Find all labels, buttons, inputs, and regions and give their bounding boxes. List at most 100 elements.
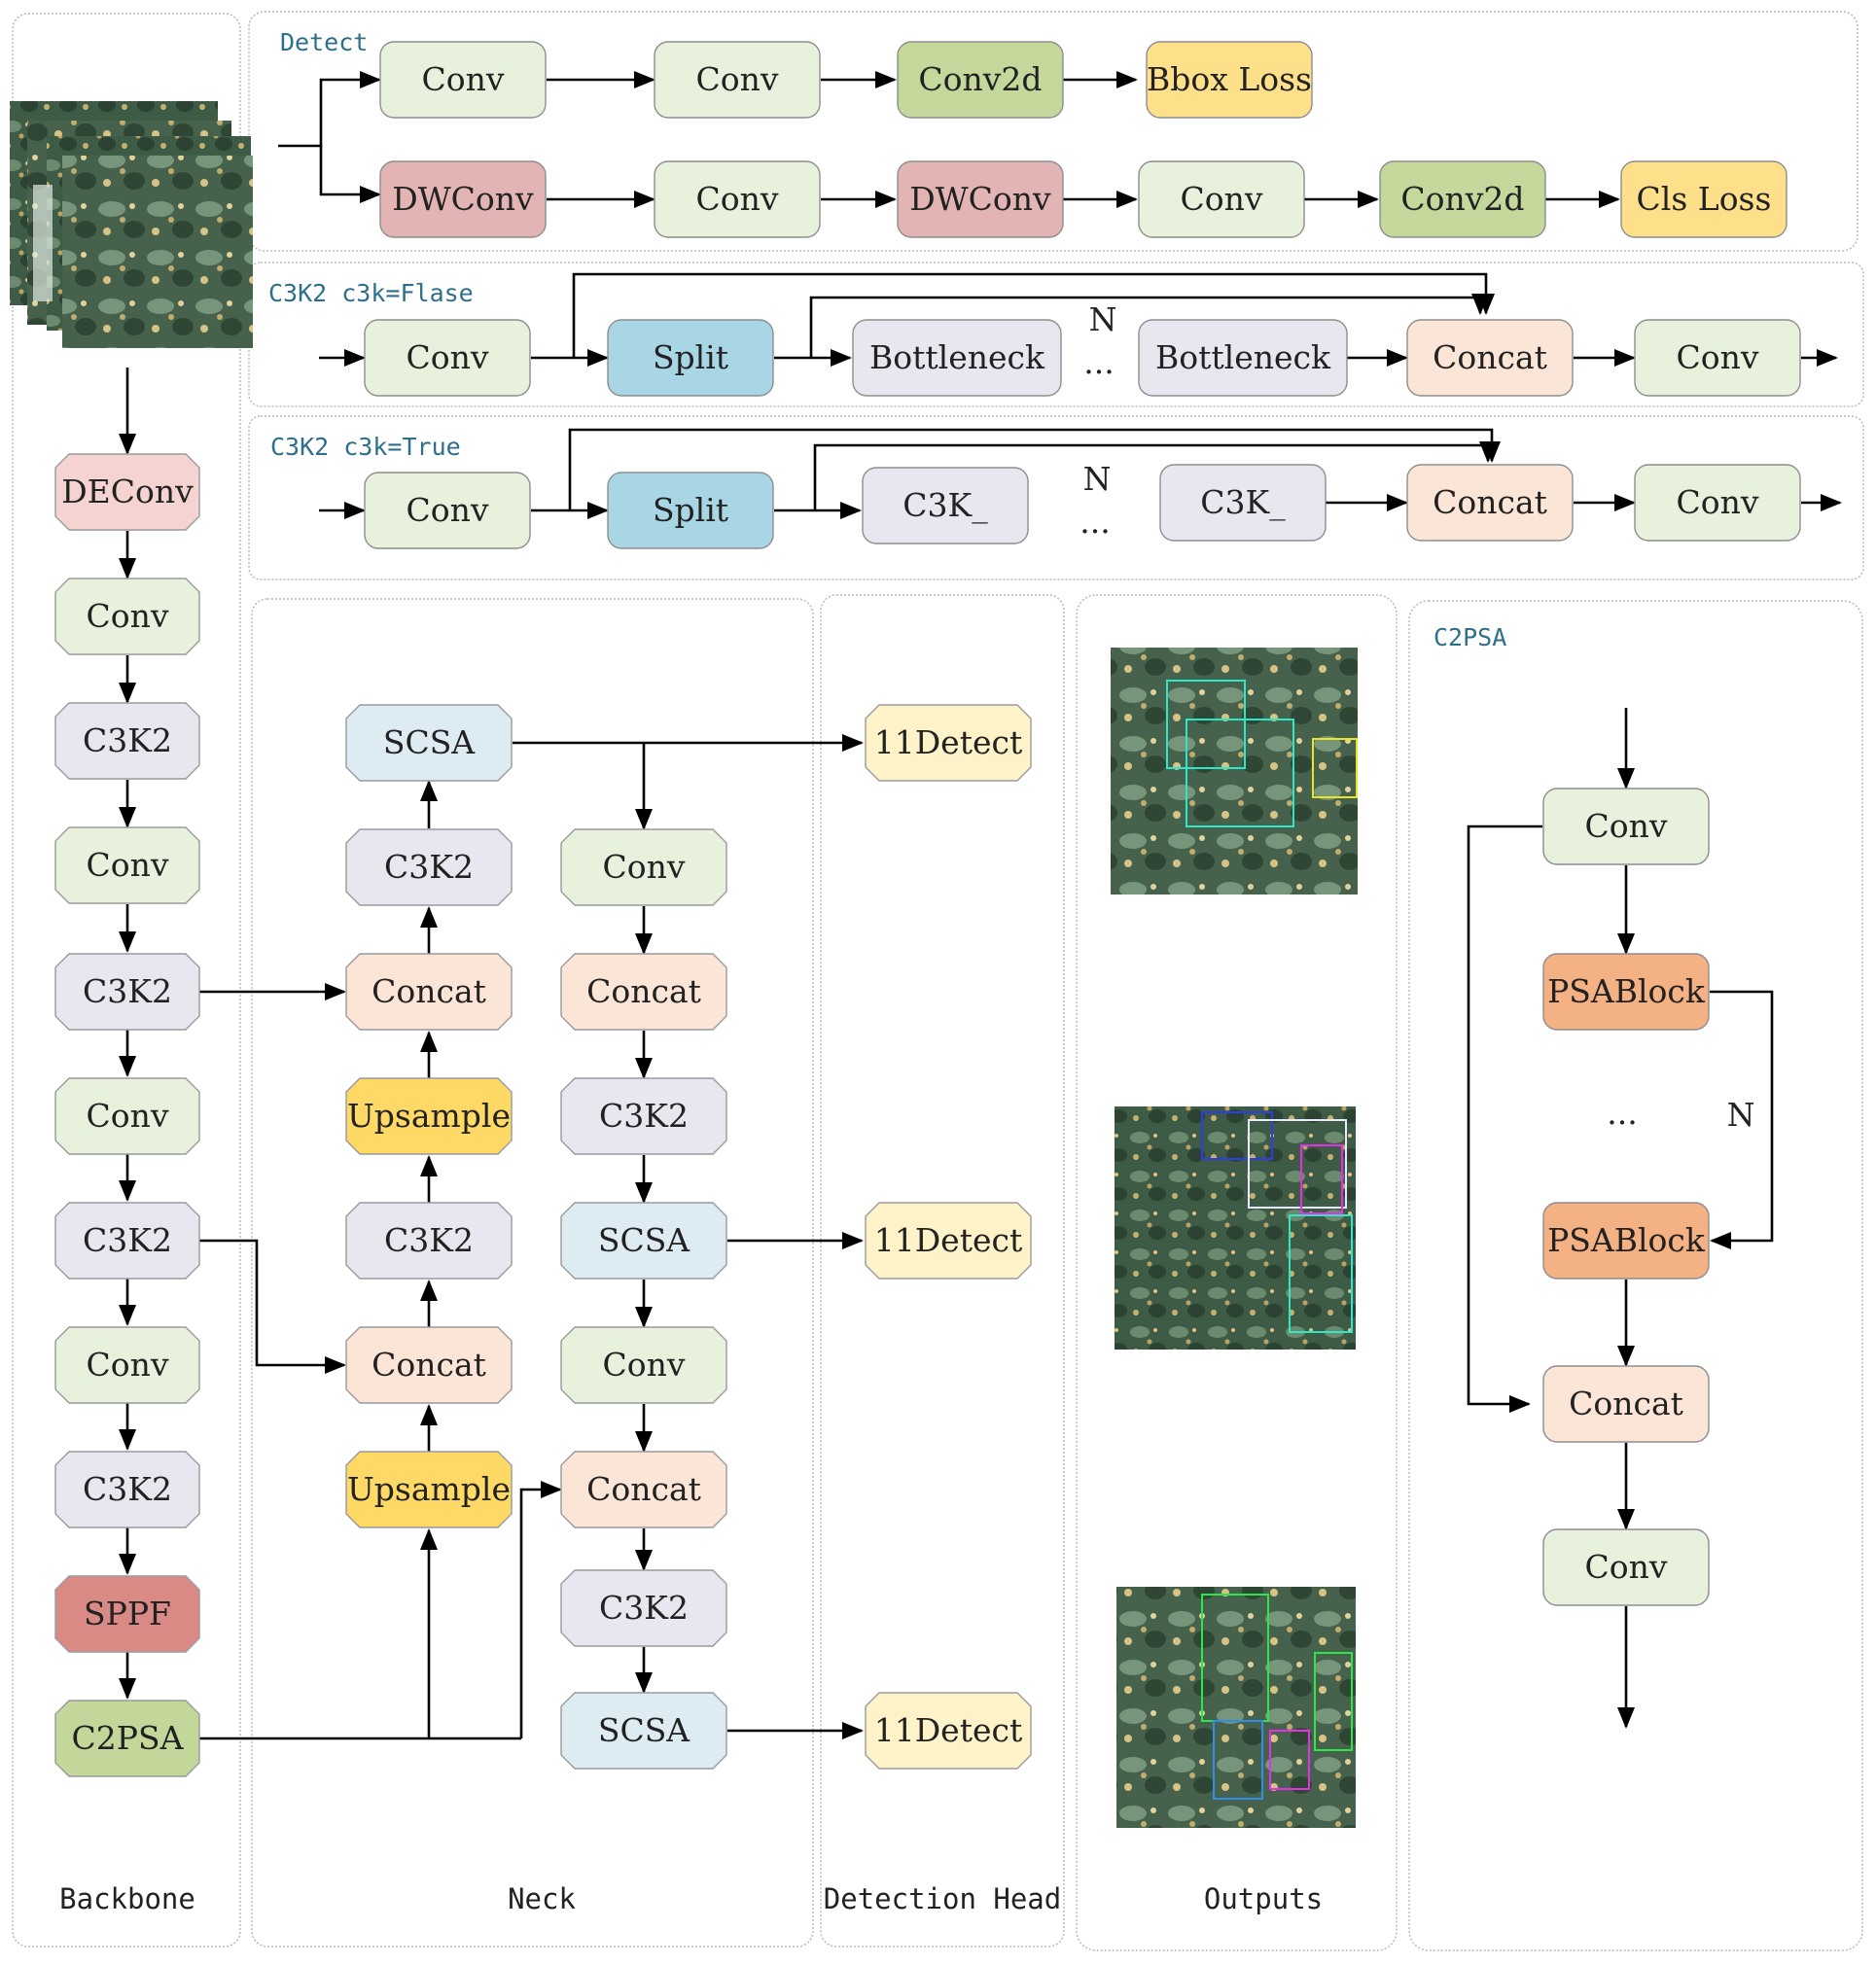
c2psa-panel-label: C2PSA [1434,623,1506,651]
c3k2-true-node-split-label: Split [653,491,728,529]
detect-row2-node-conv2d-label: Conv2d [1400,180,1524,218]
detection-head-node-1-box [865,704,1032,782]
neck-left-node-c3k2: C3K2 [345,1202,513,1280]
c2psa-node-conv-label: Conv [1584,1548,1667,1586]
connectors [119,71,1842,1740]
neck-left-node-upsample-box [345,1077,513,1155]
c2psa-n-label: N [1727,1096,1755,1134]
panel-neck [251,598,814,1947]
detect-row1-node-conv-box [654,41,821,119]
neck-left-node-concat-box [345,1326,513,1404]
c2psa-node-psablock-box [1542,953,1710,1031]
c2psa-node-conv-box [1542,788,1710,865]
input-image [10,101,253,348]
neck-left-node-concat-label: Concat [372,1346,486,1384]
neck-left-node-c3k2: C3K2 [345,828,513,906]
backbone-node-conv: Conv [54,1077,200,1155]
backbone-node-c3k2-box [54,1202,200,1280]
c3k2-false-node-bottleneck-box [852,319,1062,397]
detection-head-section-label: Detection Head [824,1882,1061,1915]
neck-right-node-scsa-label: SCSA [598,1711,690,1749]
c3k2-false-node-split: Split [607,319,774,397]
c2psa-node-psablock: PSABlock [1542,953,1710,1031]
c3k2-true-node-concat: Concat [1406,464,1574,542]
c2psa-node-psablock-label: PSABlock [1547,972,1706,1010]
c2psa-ellipsis: ... [1607,1094,1637,1132]
detect-row2-node-cls-loss: Cls Loss [1620,160,1788,238]
backbone-node-sppf: SPPF [54,1575,200,1653]
neck-left-node-c3k2-label: C3K2 [384,848,474,886]
c2psa-node-psablock-label: PSABlock [1547,1221,1706,1259]
panel-detection-head [820,594,1065,1947]
backbone-node-c3k2-label: C3K2 [83,1470,172,1508]
c3k2-false-panel-label: C3K2 c3k=Flase [268,279,474,307]
neck-right-node-conv-box [560,828,727,906]
c3k2-true-node-c3k-label: C3K_ [903,486,988,525]
neck-right-node-conv: Conv [560,828,727,906]
neck-right-node-scsa: SCSA [560,1692,727,1770]
detect-row2-node-dwconv: DWConv [379,160,547,238]
c3k2-true-node-conv-box [364,472,531,549]
neck-right-node-c3k2-label: C3K2 [599,1589,689,1627]
backbone-node-conv-box [54,1077,200,1155]
detect-row2-node-cls-loss-label: Cls Loss [1637,180,1772,218]
neck-right-node-concat: Concat [560,1451,727,1528]
neck-right-node-scsa: SCSA [560,1202,727,1280]
neck-right-node-conv-label: Conv [602,848,685,886]
panel-outputs [1076,594,1398,1951]
backbone-node-conv-box [54,826,200,904]
c3k2-true-node-c3k: C3K_ [1159,464,1327,542]
c3k2-true-node-conv-label: Conv [1676,483,1758,521]
c3k2-true-node-conv-label: Conv [406,491,488,529]
neck-left-node-concat-box [345,953,513,1031]
detect-row2-node-conv2d-box [1379,160,1546,238]
backbone-node-c3k2-box [54,953,200,1031]
backbone-node-c3k2-label: C3K2 [83,972,172,1010]
c2psa-node-conv-box [1542,1528,1710,1606]
c3k2-false-node-bottleneck: Bottleneck [852,319,1062,397]
c3k2-true-node-c3k-box [1159,464,1327,542]
output-image-1 [1111,648,1358,895]
detect-row2-node-dwconv-box [897,160,1064,238]
detect-row2-node-conv: Conv [1138,160,1305,238]
backbone-node-conv-label: Conv [86,597,168,635]
c2psa-node-concat: Concat [1542,1365,1710,1443]
c2psa-node-psablock: PSABlock [1542,1202,1710,1280]
backbone-node-conv-label: Conv [86,1346,168,1384]
neck-left-node-c3k2-box [345,1202,513,1280]
c3k2-false-node-conv-box [1634,319,1801,397]
c3k2-true-ellipsis: ... [1080,503,1110,541]
neck-right-node-concat: Concat [560,953,727,1031]
panel-c2psa [1408,600,1863,1951]
backbone-node-c2psa-label: C2PSA [72,1719,185,1757]
c3k2-true-node-c3k-box [862,467,1029,544]
detect-row1-node-conv2d-box [897,41,1064,119]
neck-right-node-conv-label: Conv [602,1346,685,1384]
c3k2-true-node-concat-box [1406,464,1574,542]
neck-left-node-c3k2-box [345,828,513,906]
backbone-node-c2psa: C2PSA [54,1700,200,1777]
detection-head-node-3: 11Detect [865,1692,1032,1770]
neck-right-node-c3k2: C3K2 [560,1569,727,1647]
c2psa-node-concat-box [1542,1365,1710,1443]
detect-row2-node-cls-loss-box [1620,160,1788,238]
detection-head-node-2: 11Detect [865,1202,1032,1280]
neck-right-node-c3k2: C3K2 [560,1077,727,1155]
backbone-node-conv-box [54,578,200,655]
backbone-node-deconv-box [54,453,200,531]
neck-left-node-upsample-label: Upsample [347,1097,511,1135]
detection-head-node-2-box [865,1202,1032,1280]
c3k2-true-panel-label: C3K2 c3k=True [270,433,461,461]
output-image-2 [1115,1106,1356,1350]
detect-row1-node-conv2d: Conv2d [897,41,1064,119]
detect-row1-node-conv-label: Conv [695,60,778,98]
neck-right-node-scsa-box [560,1692,727,1770]
c3k2-false-node-concat-box [1406,319,1574,397]
detect-row1-node-bbox-loss-box [1146,41,1313,119]
detect-row2-node-conv2d: Conv2d [1379,160,1546,238]
neck-right-node-concat-label: Concat [586,1470,701,1508]
c3k2-false-node-conv: Conv [1634,319,1801,397]
detect-row2-node-conv-box [654,160,821,238]
backbone-node-conv-box [54,1326,200,1404]
